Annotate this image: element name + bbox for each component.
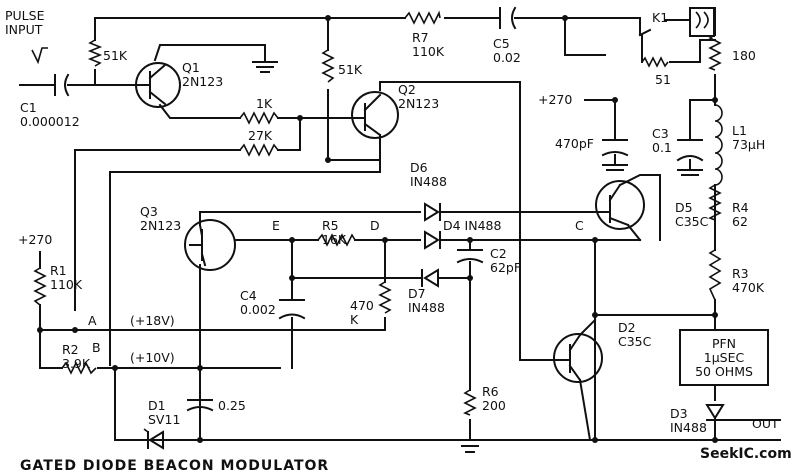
label-v270-left: +270 [18, 232, 52, 247]
capacitor-c1 [54, 73, 70, 97]
resistor-r5 [317, 233, 356, 247]
label-025: 0.25 [218, 398, 246, 413]
relay-k1 [638, 7, 716, 37]
diode-d1-zener-bend [143, 428, 149, 433]
label-node-e: E [272, 218, 280, 233]
capacitor-c4 [278, 299, 306, 320]
diode-d3 [705, 404, 725, 421]
pfn-box [679, 329, 769, 386]
resistor-1k [239, 111, 279, 125]
capacitor-c5 [499, 6, 517, 30]
ground-symbols [252, 61, 703, 453]
label-r51: 51 [655, 72, 671, 87]
resistor-r4 [708, 184, 722, 221]
diodes [143, 202, 725, 450]
resistor-180 [708, 34, 722, 71]
capacitor-025 [186, 399, 214, 412]
label-v270-right: +270 [538, 92, 572, 107]
label-r180: 180 [732, 48, 756, 63]
resistor-r3 [708, 249, 722, 301]
watermark: SeekIC.com [700, 446, 792, 462]
label-1k: 1K [256, 96, 273, 111]
label-node-a: A [88, 313, 97, 328]
transistor-q3 [184, 219, 236, 271]
transistor-q2 [351, 91, 399, 139]
label-d4: D4 IN488 [443, 218, 501, 233]
label-node-c: C [575, 218, 584, 233]
resistor-r7 [404, 10, 441, 25]
resistor-51k-mid [321, 49, 335, 83]
junction-dots [37, 15, 718, 443]
label-out: OUT [752, 416, 779, 431]
capacitor-c2 [456, 249, 484, 264]
resistor-470k [378, 281, 392, 314]
capacitor-470pf [601, 139, 629, 157]
figure-caption: GATED DIODE BEACON MODULATOR [20, 458, 329, 472]
resistor-51k-left [87, 39, 103, 67]
diode-d4 [424, 230, 441, 250]
label-470pf: 470pF [555, 136, 594, 151]
resistor-r6 [463, 389, 477, 416]
resistor-r51 [641, 56, 669, 68]
wires [19, 17, 781, 442]
diode-d7 [421, 268, 439, 288]
transistor-d5 [594, 180, 645, 230]
capacitors [54, 6, 704, 412]
label-v18: (+18V) [130, 313, 175, 328]
transistor-q1 [135, 62, 181, 108]
label-node-b: B [92, 340, 101, 355]
diode-d6 [424, 202, 441, 222]
label-27k: 27K [248, 128, 273, 143]
pulse-symbol-icon [31, 47, 48, 65]
resistors [33, 10, 722, 416]
capacitor-c3 [676, 139, 704, 162]
label-v10: (+10V) [130, 350, 175, 365]
transistors [135, 62, 645, 383]
label-node-d: D [370, 218, 380, 233]
transistor-d2 [553, 333, 603, 383]
resistor-r1 [33, 267, 47, 306]
label-51k-mid: 51K [338, 62, 363, 77]
inductor-l1 [714, 104, 723, 186]
resistor-27k [239, 143, 279, 157]
resistor-r2 [61, 361, 97, 375]
label-51k-left: 51K [103, 48, 128, 63]
diode-d1 [147, 430, 164, 450]
label-k1: K1 [652, 10, 668, 25]
